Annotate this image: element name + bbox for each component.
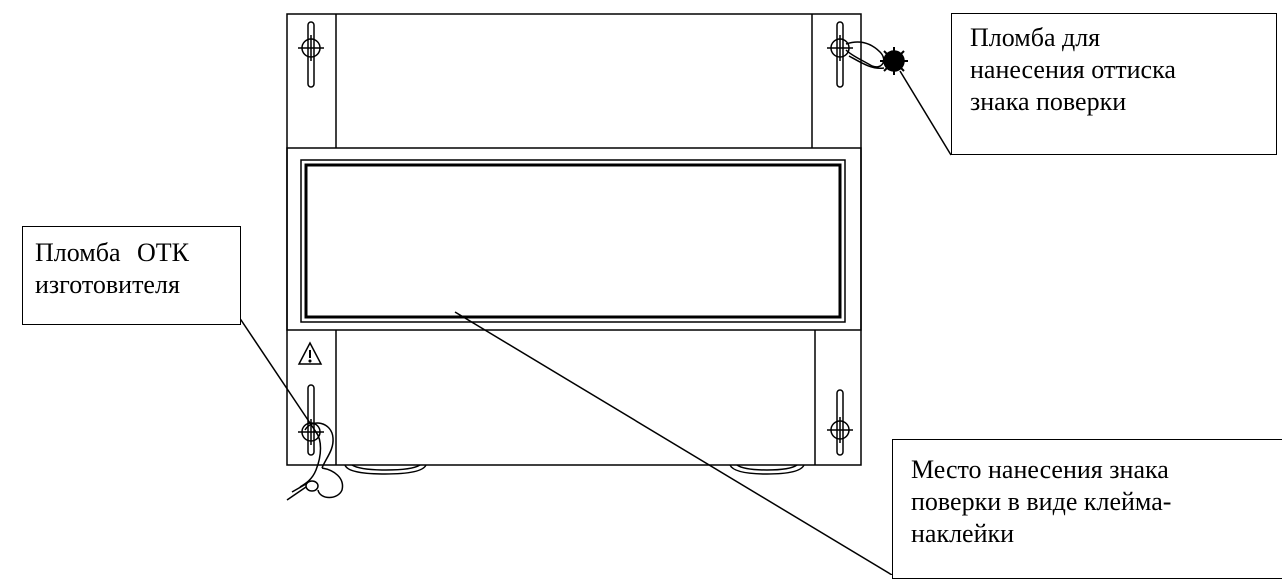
verification-seal-spikes [880,47,908,75]
screw-top-right [827,21,853,88]
callout-line: изготовителя [35,270,180,299]
callout-line: нанесения оттиска [970,55,1176,84]
leader-verification-seal [899,70,952,156]
callout-line: Пломба ОТК [35,238,189,267]
callout-line: наклейки [911,519,1015,548]
sticker-area-inner [304,163,842,319]
callout-verification-seal: Пломба для нанесения оттиска знака повер… [951,13,1277,155]
callout-sticker-place: Место нанесения знака поверки в виде кле… [892,439,1282,579]
display-band [286,147,862,331]
leader-sticker-place [454,311,893,575]
callout-line: Пломба для [970,23,1101,52]
right-foot [729,464,805,475]
left-foot-inner [351,464,421,471]
right-foot-inner [736,464,798,471]
leader-otk-seal [236,313,317,433]
meter-housing-outline [286,13,862,466]
callout-line: Место нанесения знака [911,455,1169,484]
screw-top-left [298,21,324,88]
warning-triangle-icon [297,341,323,365]
callout-otk-seal: Пломба ОТК изготовителя [22,226,241,325]
left-foot [344,464,427,475]
otk-seal-wire [286,422,344,501]
sticker-area-outer [300,159,846,323]
callout-line: поверки в виде клейма- [911,487,1172,516]
screw-bottom-right [827,389,853,456]
verification-seal-wire [845,41,885,70]
callout-line: знака поверки [970,87,1127,116]
